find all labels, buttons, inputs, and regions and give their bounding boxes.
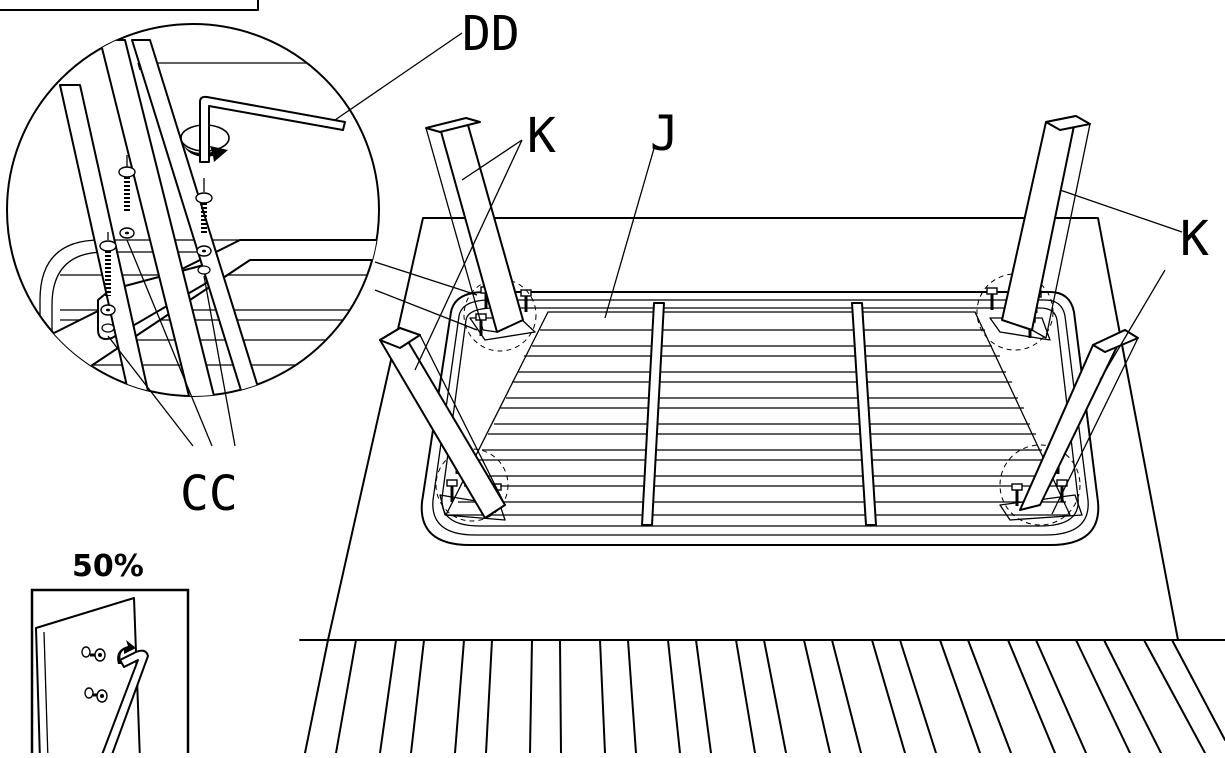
inset-screw-top [81,646,106,662]
inset-wrench-icon [99,649,149,758]
label-dd: DD [462,6,520,62]
cc-leader-lines [107,239,236,447]
leg-front-left [379,327,506,519]
inset-content [35,597,149,758]
detail-circle-tl [463,278,537,352]
leg-front-right [1019,329,1139,515]
magnified-detail-content [39,39,379,396]
inset-rotation-arrow-icon [117,640,136,664]
tabletop-slats [458,329,1066,503]
floor-planks [299,639,1225,754]
leader-lines [334,32,1183,381]
detail-circle-bl [435,448,509,522]
label-j: J [650,106,679,162]
label-k-right: K [1180,211,1209,267]
detail-screws [99,155,213,333]
label-cc: CC [180,466,238,522]
cross-support-right [851,302,877,526]
detail-circle-br [999,444,1081,526]
inset-screw-bottom [84,687,108,703]
inset-scale-label: 50% [72,549,144,584]
leg-back-right [1001,115,1091,339]
cross-support-left [641,302,665,526]
leg-back-left [425,117,524,333]
tabletop-j [420,273,1100,546]
frame-corner [0,0,259,11]
detail-circle-tr [976,273,1054,351]
allen-wrench-icon [199,95,346,163]
label-k-left: K [527,108,556,164]
